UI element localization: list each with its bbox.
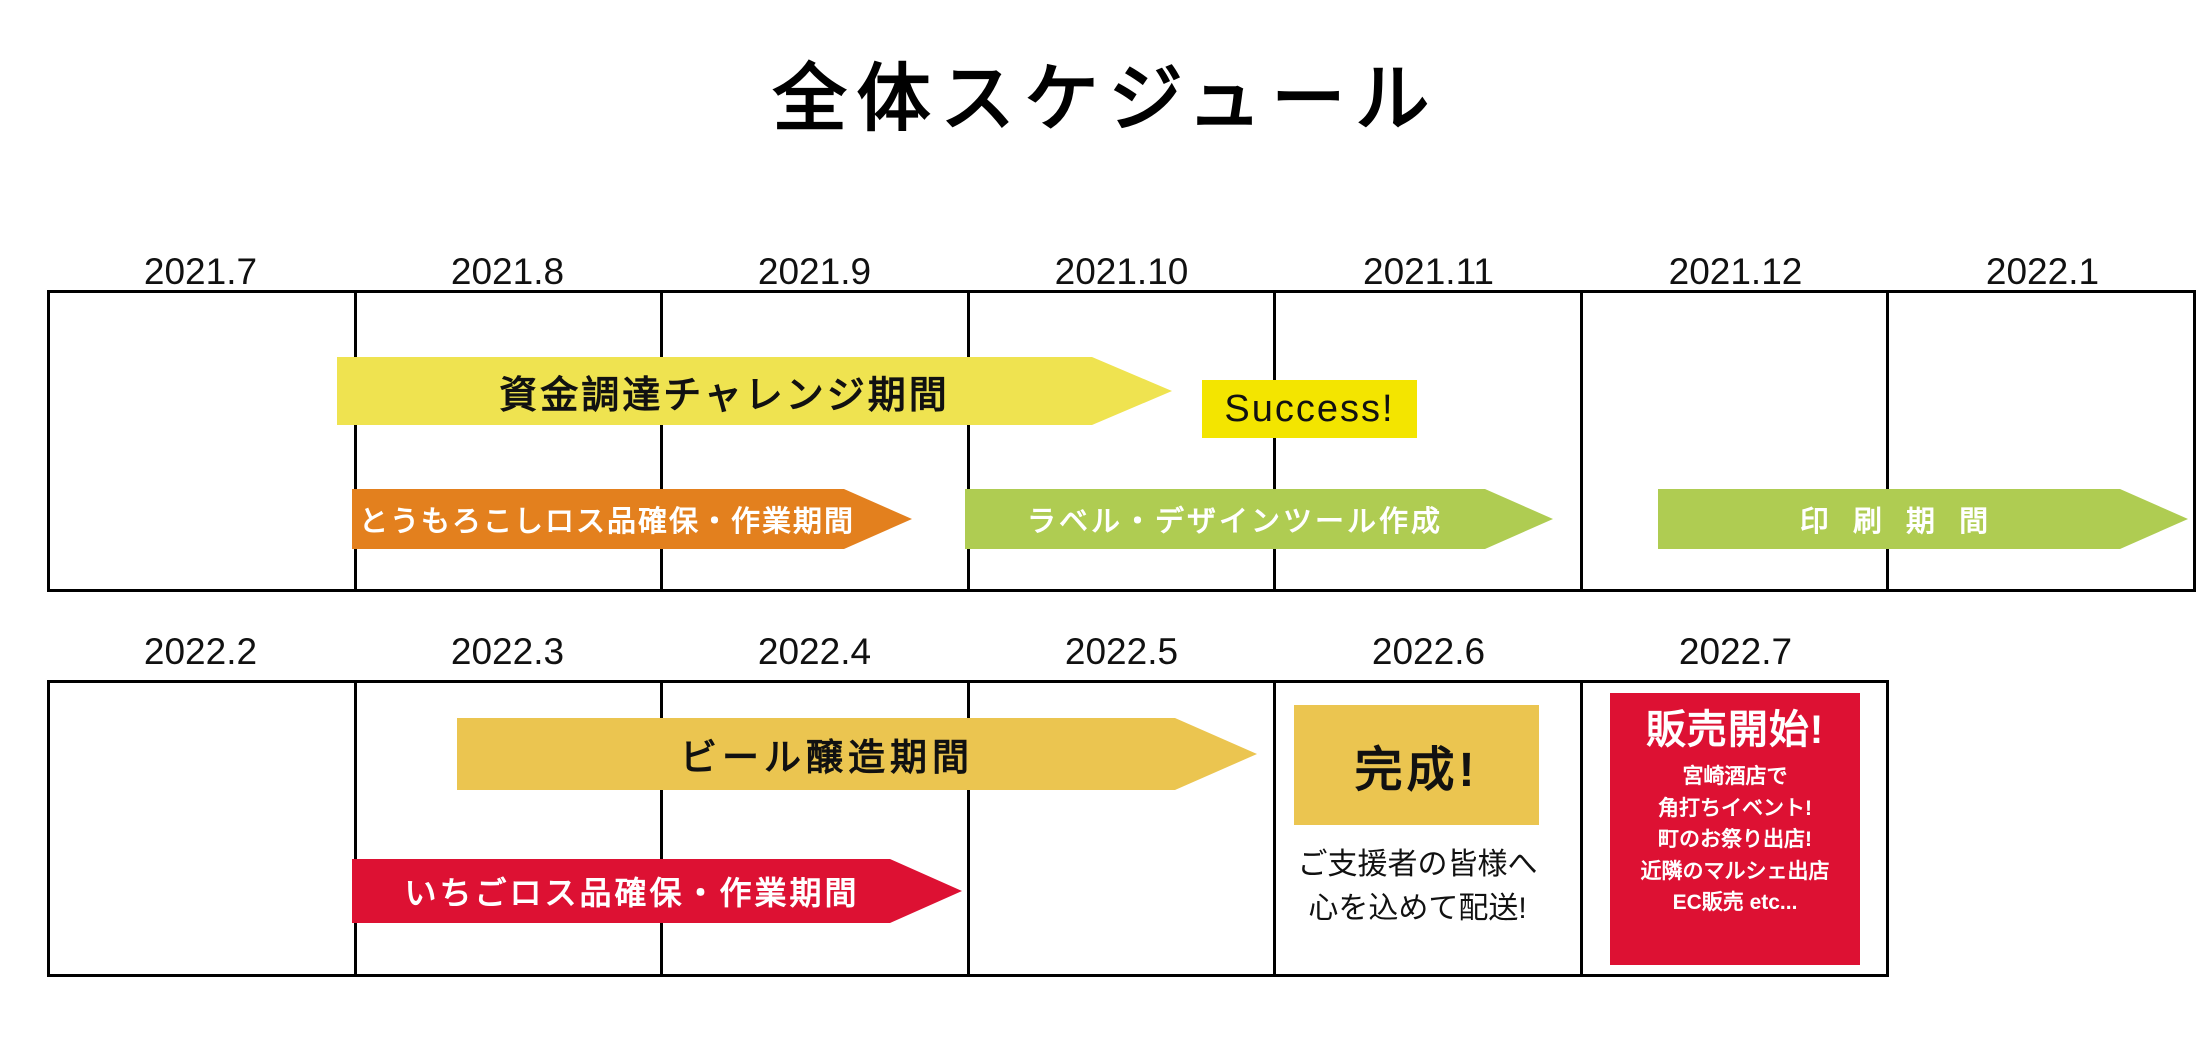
month-label: 2021.10 bbox=[1054, 251, 1189, 292]
shipping-note-line: 心を込めて配送! bbox=[1308, 891, 1527, 925]
bar-body bbox=[965, 489, 1485, 549]
grid-column bbox=[663, 293, 970, 589]
bar-corn-loss-procurement[interactable]: とうもろこしロス品確保・作業期間 bbox=[352, 489, 912, 549]
grid-column bbox=[1583, 293, 1890, 589]
grid-column bbox=[970, 293, 1277, 589]
bar-body bbox=[352, 859, 890, 923]
bar-beer-brewing[interactable]: ビール醸造期間 bbox=[457, 718, 1257, 790]
bar-body bbox=[337, 357, 1092, 425]
grid-column bbox=[50, 683, 357, 974]
grid-column bbox=[1276, 293, 1583, 589]
bar-arrowhead bbox=[1092, 357, 1172, 425]
sales-start-line: 角打ちイベント! bbox=[1658, 796, 1812, 820]
month-header-row-2: 2022.2 2022.3 2022.4 2022.5 2022.6 2022.7 bbox=[47, 633, 1889, 670]
month-label: 2021.9 bbox=[757, 251, 872, 292]
bar-label: ビール醸造期間 bbox=[680, 737, 974, 778]
badge-completion-label: 完成! bbox=[1354, 744, 1479, 797]
grid-column bbox=[663, 683, 970, 974]
bar-body bbox=[352, 489, 844, 549]
sales-start-line: 近隣のマルシェ出店 bbox=[1640, 859, 1830, 883]
bar-label: 資金調達チャレンジ期間 bbox=[499, 374, 950, 417]
bar-strawberry-loss-procurement[interactable]: いちごロス品確保・作業期間 bbox=[352, 859, 962, 923]
month-label: 2021.7 bbox=[143, 251, 258, 292]
sales-start-line: 町のお祭り出店! bbox=[1658, 828, 1812, 851]
month-label: 2022.1 bbox=[1985, 251, 2100, 292]
bar-body bbox=[457, 718, 1175, 790]
badge-completion[interactable]: 完成! bbox=[1294, 705, 1539, 825]
bar-arrowhead bbox=[1485, 489, 1553, 549]
bar-label: 印 刷 期 間 bbox=[1799, 506, 1997, 538]
month-label: 2022.4 bbox=[757, 631, 872, 672]
bar-printing-period[interactable]: 印 刷 期 間 bbox=[1658, 489, 2188, 549]
month-label: 2022.2 bbox=[143, 631, 258, 672]
bar-label: とうもろこしロス品確保・作業期間 bbox=[358, 506, 855, 538]
shipping-note-line: ご支援者の皆様へ bbox=[1297, 848, 1538, 881]
shipping-note: ご支援者の皆様へ 心を込めて配送! bbox=[1265, 843, 1570, 930]
badge-success[interactable]: Success! bbox=[1202, 380, 1417, 438]
grid-column bbox=[357, 293, 664, 589]
sales-start-panel[interactable]: 販売開始! 宮崎酒店で 角打ちイベント! 町のお祭り出店! 近隣のマルシェ出店 … bbox=[1610, 693, 1860, 965]
bar-label: ラベル・デザインツール作成 bbox=[1026, 506, 1443, 538]
bar-arrowhead bbox=[890, 859, 962, 923]
bar-label: いちごロス品確保・作業期間 bbox=[404, 875, 860, 911]
month-label: 2022.3 bbox=[450, 631, 565, 672]
month-header-row-1: 2021.7 2021.8 2021.9 2021.10 2021.11 2021.12 2… bbox=[47, 253, 2196, 290]
sales-start-title: 販売開始! bbox=[1645, 708, 1825, 752]
sales-start-line: EC販売 etc... bbox=[1672, 891, 1798, 914]
bar-body bbox=[1658, 489, 2120, 549]
month-label: 2022.5 bbox=[1064, 631, 1179, 672]
month-label: 2021.11 bbox=[1363, 251, 1494, 292]
bar-arrowhead bbox=[1175, 718, 1257, 790]
sales-start-line: 宮崎酒店で bbox=[1682, 765, 1788, 788]
month-label: 2021.12 bbox=[1668, 251, 1803, 292]
bar-label-design-tool[interactable]: ラベル・デザインツール作成 bbox=[965, 489, 1553, 549]
month-label: 2022.7 bbox=[1678, 631, 1793, 672]
grid-column bbox=[357, 683, 663, 974]
grid-column bbox=[970, 683, 1276, 974]
grid-column bbox=[50, 293, 357, 589]
grid-column bbox=[1276, 683, 1583, 974]
badge-success-label: Success! bbox=[1224, 387, 1395, 430]
month-label: 2021.8 bbox=[450, 251, 565, 292]
bar-arrowhead bbox=[2120, 489, 2188, 549]
bar-funding-challenge[interactable]: 資金調達チャレンジ期間 bbox=[337, 357, 1172, 425]
page-title: 全体スケジュール bbox=[772, 57, 1440, 140]
month-label: 2022.6 bbox=[1371, 631, 1486, 672]
